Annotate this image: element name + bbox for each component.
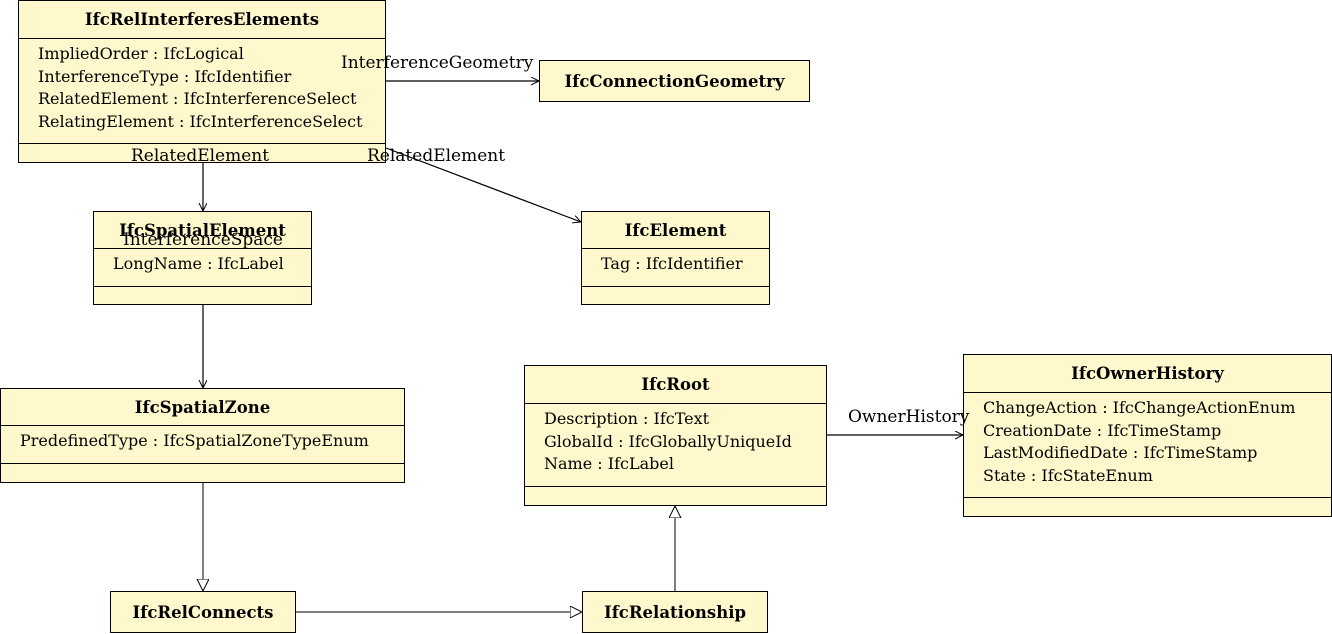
- edge-label-related-element-right: RelatedElement: [367, 146, 506, 166]
- class-title: IfcElement: [582, 212, 769, 249]
- class-ifc-root[interactable]: IfcRoot Description : IfcText GlobalId :…: [524, 365, 827, 506]
- attribute: CreationDate : IfcTimeStamp: [983, 420, 1222, 440]
- attribute: ImpliedOrder : IfcLogical: [38, 44, 244, 63]
- class-ifc-spatial-element[interactable]: IfcSpatialElement LongName : IfcLabel: [93, 211, 312, 305]
- edge-label-owner-history: OwnerHistory: [848, 407, 970, 427]
- class-ifc-element[interactable]: IfcElement Tag : IfcIdentifier: [581, 211, 770, 305]
- attribute: GlobalId : IfcGloballyUniqueId: [544, 431, 792, 451]
- attribute: RelatedElement : IfcInterferenceSelect: [38, 89, 357, 109]
- edge-label-interference-space: InterferenceSpace: [123, 230, 283, 250]
- class-attributes: ImpliedOrder : IfcLogical InterferenceTy…: [19, 39, 385, 144]
- attribute: InterferenceType : IfcIdentifier: [38, 66, 292, 86]
- edge-related-element-right: [385, 147, 581, 222]
- class-ifc-owner-history[interactable]: IfcOwnerHistory ChangeAction : IfcChange…: [963, 354, 1332, 517]
- class-title: IfcRoot: [525, 366, 826, 404]
- class-attributes: LongName : IfcLabel: [94, 249, 311, 287]
- class-title: IfcSpatialZone: [1, 389, 404, 426]
- attribute: ChangeAction : IfcChangeActionEnum: [983, 398, 1296, 417]
- class-title: IfcRelConnects: [132, 602, 274, 622]
- class-title: IfcRelInterferesElements: [19, 1, 385, 39]
- class-attributes: ChangeAction : IfcChangeActionEnum Creat…: [964, 393, 1331, 498]
- class-title: IfcRelationship: [603, 602, 746, 622]
- class-title: IfcSpatialElement: [94, 212, 311, 249]
- class-ifc-rel-connects[interactable]: IfcRelConnects: [110, 591, 296, 633]
- attribute: LastModifiedDate : IfcTimeStamp: [983, 443, 1258, 463]
- attribute: PredefinedType : IfcSpatialZoneTypeEnum: [20, 431, 369, 450]
- attribute: Tag : IfcIdentifier: [601, 254, 743, 273]
- class-attributes: PredefinedType : IfcSpatialZoneTypeEnum: [1, 426, 404, 464]
- class-title: IfcConnectionGeometry: [564, 71, 785, 91]
- class-attributes: Description : IfcText GlobalId : IfcGlob…: [525, 404, 826, 487]
- attribute: RelatingElement : IfcInterferenceSelect: [38, 112, 363, 132]
- edge-label-interference-geometry: InterferenceGeometry: [341, 53, 534, 73]
- attribute: State : IfcStateEnum: [983, 466, 1153, 486]
- class-ifc-relationship[interactable]: IfcRelationship: [582, 591, 768, 633]
- class-title: IfcOwnerHistory: [964, 355, 1331, 393]
- class-ifc-rel-interferes-elements[interactable]: IfcRelInterferesElements ImpliedOrder : …: [18, 0, 386, 163]
- class-ifc-spatial-zone[interactable]: IfcSpatialZone PredefinedType : IfcSpati…: [0, 388, 405, 483]
- edge-label-related-element-left: RelatedElement: [131, 146, 270, 166]
- attribute: Description : IfcText: [544, 409, 710, 428]
- class-attributes: Tag : IfcIdentifier: [582, 249, 769, 287]
- attribute: LongName : IfcLabel: [113, 254, 284, 273]
- attribute: Name : IfcLabel: [544, 454, 674, 474]
- class-ifc-connection-geometry[interactable]: IfcConnectionGeometry: [539, 60, 810, 102]
